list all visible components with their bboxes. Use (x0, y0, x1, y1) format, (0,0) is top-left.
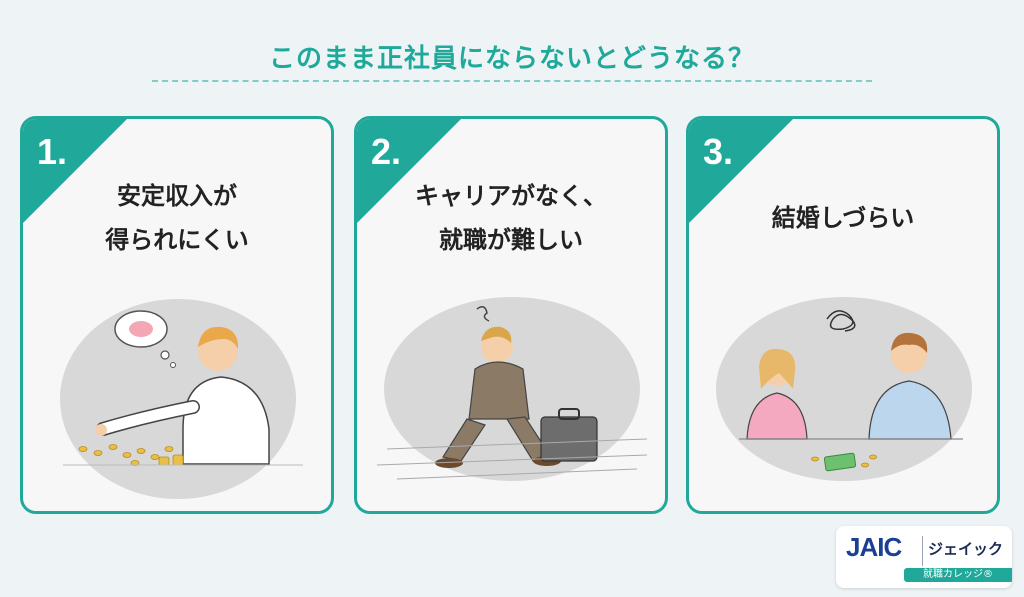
card-number: 1. (37, 131, 68, 172)
logo-subtitle: 就職カレッジ® (904, 568, 1012, 582)
card-corner-triangle (357, 119, 461, 223)
card-caption-line1: 結婚しづらい (771, 204, 915, 232)
card-caption-line1: キャリアがなく、 (415, 182, 607, 210)
logo-divider (922, 536, 923, 566)
briefcase-icon (540, 416, 598, 462)
card-number: 2. (371, 131, 402, 172)
card-caption-line1: 安定収入が (117, 182, 237, 210)
card-hard-to-marry: 3. 結婚しづらい (686, 116, 1000, 514)
title-divider (152, 80, 872, 82)
card-corner-triangle (689, 119, 793, 223)
page-title: このまま正社員にならないとどうなる？ (268, 44, 755, 74)
illustration-man-counting-coins (60, 299, 303, 499)
card-corner-triangle (23, 119, 127, 223)
card-caption-line2: 得られにくい (105, 226, 249, 254)
illustration-worried-couple (716, 297, 972, 481)
card-number: 3. (703, 131, 734, 172)
jaic-logo: JAIC ジェイック 就職カレッジ® (836, 526, 1012, 588)
stress-scribble-icon (826, 310, 856, 332)
logo-mark: JAIC (846, 532, 902, 562)
piggy-bank-icon (129, 321, 153, 337)
logo-kana: ジェイック (928, 540, 1004, 558)
card-unstable-income: 1. 安定収入が 得られにくい (20, 116, 334, 514)
card-caption-line2: 就職が難しい (439, 226, 583, 254)
illustration-man-sitting-despair (376, 297, 648, 481)
card-no-career: 2. キャリアがなく、 就職が難しい (354, 116, 668, 514)
banknote-icon (823, 452, 857, 472)
